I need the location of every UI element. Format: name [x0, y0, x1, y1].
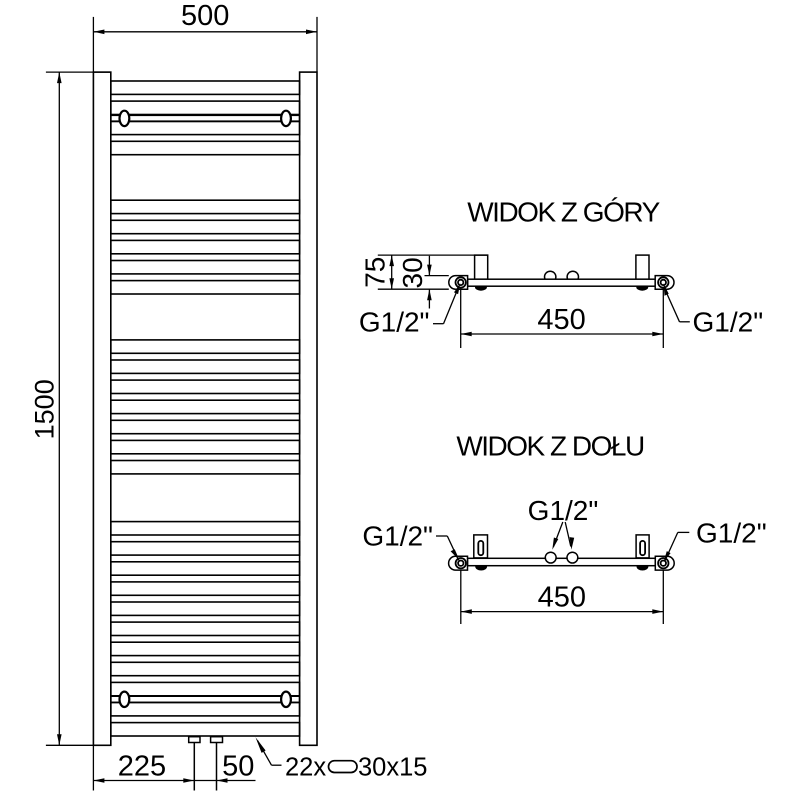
svg-text:G1/2": G1/2": [359, 307, 430, 338]
svg-text:500: 500: [181, 0, 229, 32]
svg-text:G1/2": G1/2": [696, 518, 767, 549]
svg-text:WIDOK Z DOŁU: WIDOK Z DOŁU: [456, 431, 644, 462]
svg-text:22x: 22x: [285, 754, 326, 782]
svg-text:450: 450: [537, 304, 585, 336]
svg-text:50: 50: [222, 750, 254, 782]
svg-text:G1/2": G1/2": [528, 495, 599, 526]
svg-text:1500: 1500: [30, 379, 60, 439]
svg-text:G1/2": G1/2": [693, 307, 764, 338]
svg-text:75: 75: [359, 257, 390, 288]
svg-text:450: 450: [538, 582, 586, 614]
svg-text:30x15: 30x15: [358, 754, 427, 782]
svg-text:225: 225: [118, 750, 166, 782]
svg-text:G1/2": G1/2": [362, 521, 433, 552]
svg-text:30: 30: [397, 257, 428, 288]
svg-text:WIDOK Z GÓRY: WIDOK Z GÓRY: [467, 197, 660, 228]
